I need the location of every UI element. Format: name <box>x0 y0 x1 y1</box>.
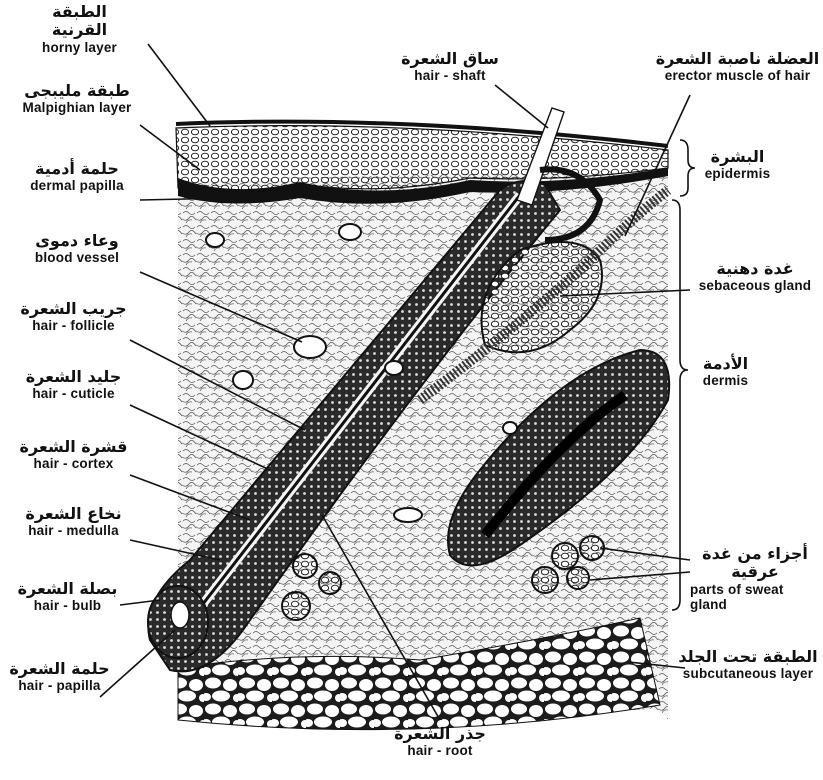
hair-root-ar: جذر الشعرة <box>385 725 495 743</box>
sebaceous-gland-ar: غدة دهنية <box>690 260 820 278</box>
blood-vessel-ar: وعاء دموى <box>22 232 132 250</box>
erector-muscle-en: erector muscle of hair <box>655 68 820 84</box>
sweat-gland-ar: أجزاء من غدة عرقية <box>690 545 820 582</box>
sebaceous-gland-en: sebaceous gland <box>690 278 820 294</box>
hair-bulb-en: hair - bulb <box>10 598 125 614</box>
label-subcutaneous-layer: الطبقة تحت الجلد subcutaneous layer <box>678 648 818 682</box>
horny-layer-ar: الطبقة القرنية <box>22 3 137 40</box>
label-hair-bulb: بصلة الشعرة hair - bulb <box>10 580 125 614</box>
label-hair-papilla: حلمة الشعرة hair - papilla <box>2 660 117 694</box>
label-hair-follicle: جريب الشعرة hair - follicle <box>16 300 131 334</box>
blood-vessel-en: blood vessel <box>22 250 132 266</box>
label-hair-medulla: نخاع الشعرة hair - medulla <box>16 505 131 539</box>
hair-medulla-en: hair - medulla <box>16 523 131 539</box>
label-dermal-papilla: حلمة أدمية dermal papilla <box>12 160 142 194</box>
label-erector-muscle: العضلة ناصبة الشعرة erector muscle of ha… <box>655 50 820 84</box>
dermal-papilla-ar: حلمة أدمية <box>12 160 142 178</box>
epidermis-brace <box>680 140 695 196</box>
subcutaneous-layer-en: subcutaneous layer <box>678 666 818 682</box>
malpighian-layer-ar: طبقة مليبجى <box>12 82 142 100</box>
label-sweat-gland: أجزاء من غدة عرقية parts of sweat gland <box>690 545 820 613</box>
hair-follicle-ar: جريب الشعرة <box>16 300 131 318</box>
label-sebaceous-gland: غدة دهنية sebaceous gland <box>690 260 820 294</box>
label-blood-vessel: وعاء دموى blood vessel <box>22 232 132 266</box>
hair-cortex-en: hair - cortex <box>16 456 131 472</box>
horny-layer-en: horny layer <box>22 40 137 56</box>
label-hair-root: جذر الشعرة hair - root <box>385 725 495 759</box>
epidermis-ar: البشرة <box>695 148 780 166</box>
malpighian-layer-en: Malpighian layer <box>12 100 142 116</box>
dermis-en: dermis <box>693 373 758 389</box>
dermal-papilla-en: dermal papilla <box>12 178 142 194</box>
hair-cuticle-ar: جليد الشعرة <box>16 368 131 386</box>
hair-shaft-en: hair - shaft <box>395 68 505 84</box>
hair-papilla-en: hair - papilla <box>2 678 117 694</box>
hair-cuticle-en: hair - cuticle <box>16 386 131 402</box>
dermis-brace <box>672 200 688 610</box>
dermis-ar: الأدمة <box>693 355 758 373</box>
hair-follicle-en: hair - follicle <box>16 318 131 334</box>
erector-muscle-ar: العضلة ناصبة الشعرة <box>655 50 820 68</box>
label-hair-cortex: قشرة الشعرة hair - cortex <box>16 438 131 472</box>
hair-root-en: hair - root <box>385 743 495 759</box>
label-malpighian-layer: طبقة مليبجى Malpighian layer <box>12 82 142 116</box>
hair-bulb-ar: بصلة الشعرة <box>10 580 125 598</box>
label-epidermis: البشرة epidermis <box>695 148 780 182</box>
label-dermis: الأدمة dermis <box>693 355 758 389</box>
subcutaneous-layer-ar: الطبقة تحت الجلد <box>678 648 818 666</box>
label-hair-shaft: ساق الشعرة hair - shaft <box>395 50 505 84</box>
label-hair-cuticle: جليد الشعرة hair - cuticle <box>16 368 131 402</box>
label-horny-layer: الطبقة القرنية horny layer <box>22 3 137 55</box>
sweat-gland-en: parts of sweat gland <box>690 582 785 613</box>
hair-papilla-ar: حلمة الشعرة <box>2 660 117 678</box>
epidermis-en: epidermis <box>695 166 780 182</box>
hair-medulla-ar: نخاع الشعرة <box>16 505 131 523</box>
hair-shaft-ar: ساق الشعرة <box>395 50 505 68</box>
hair-cortex-ar: قشرة الشعرة <box>16 438 131 456</box>
